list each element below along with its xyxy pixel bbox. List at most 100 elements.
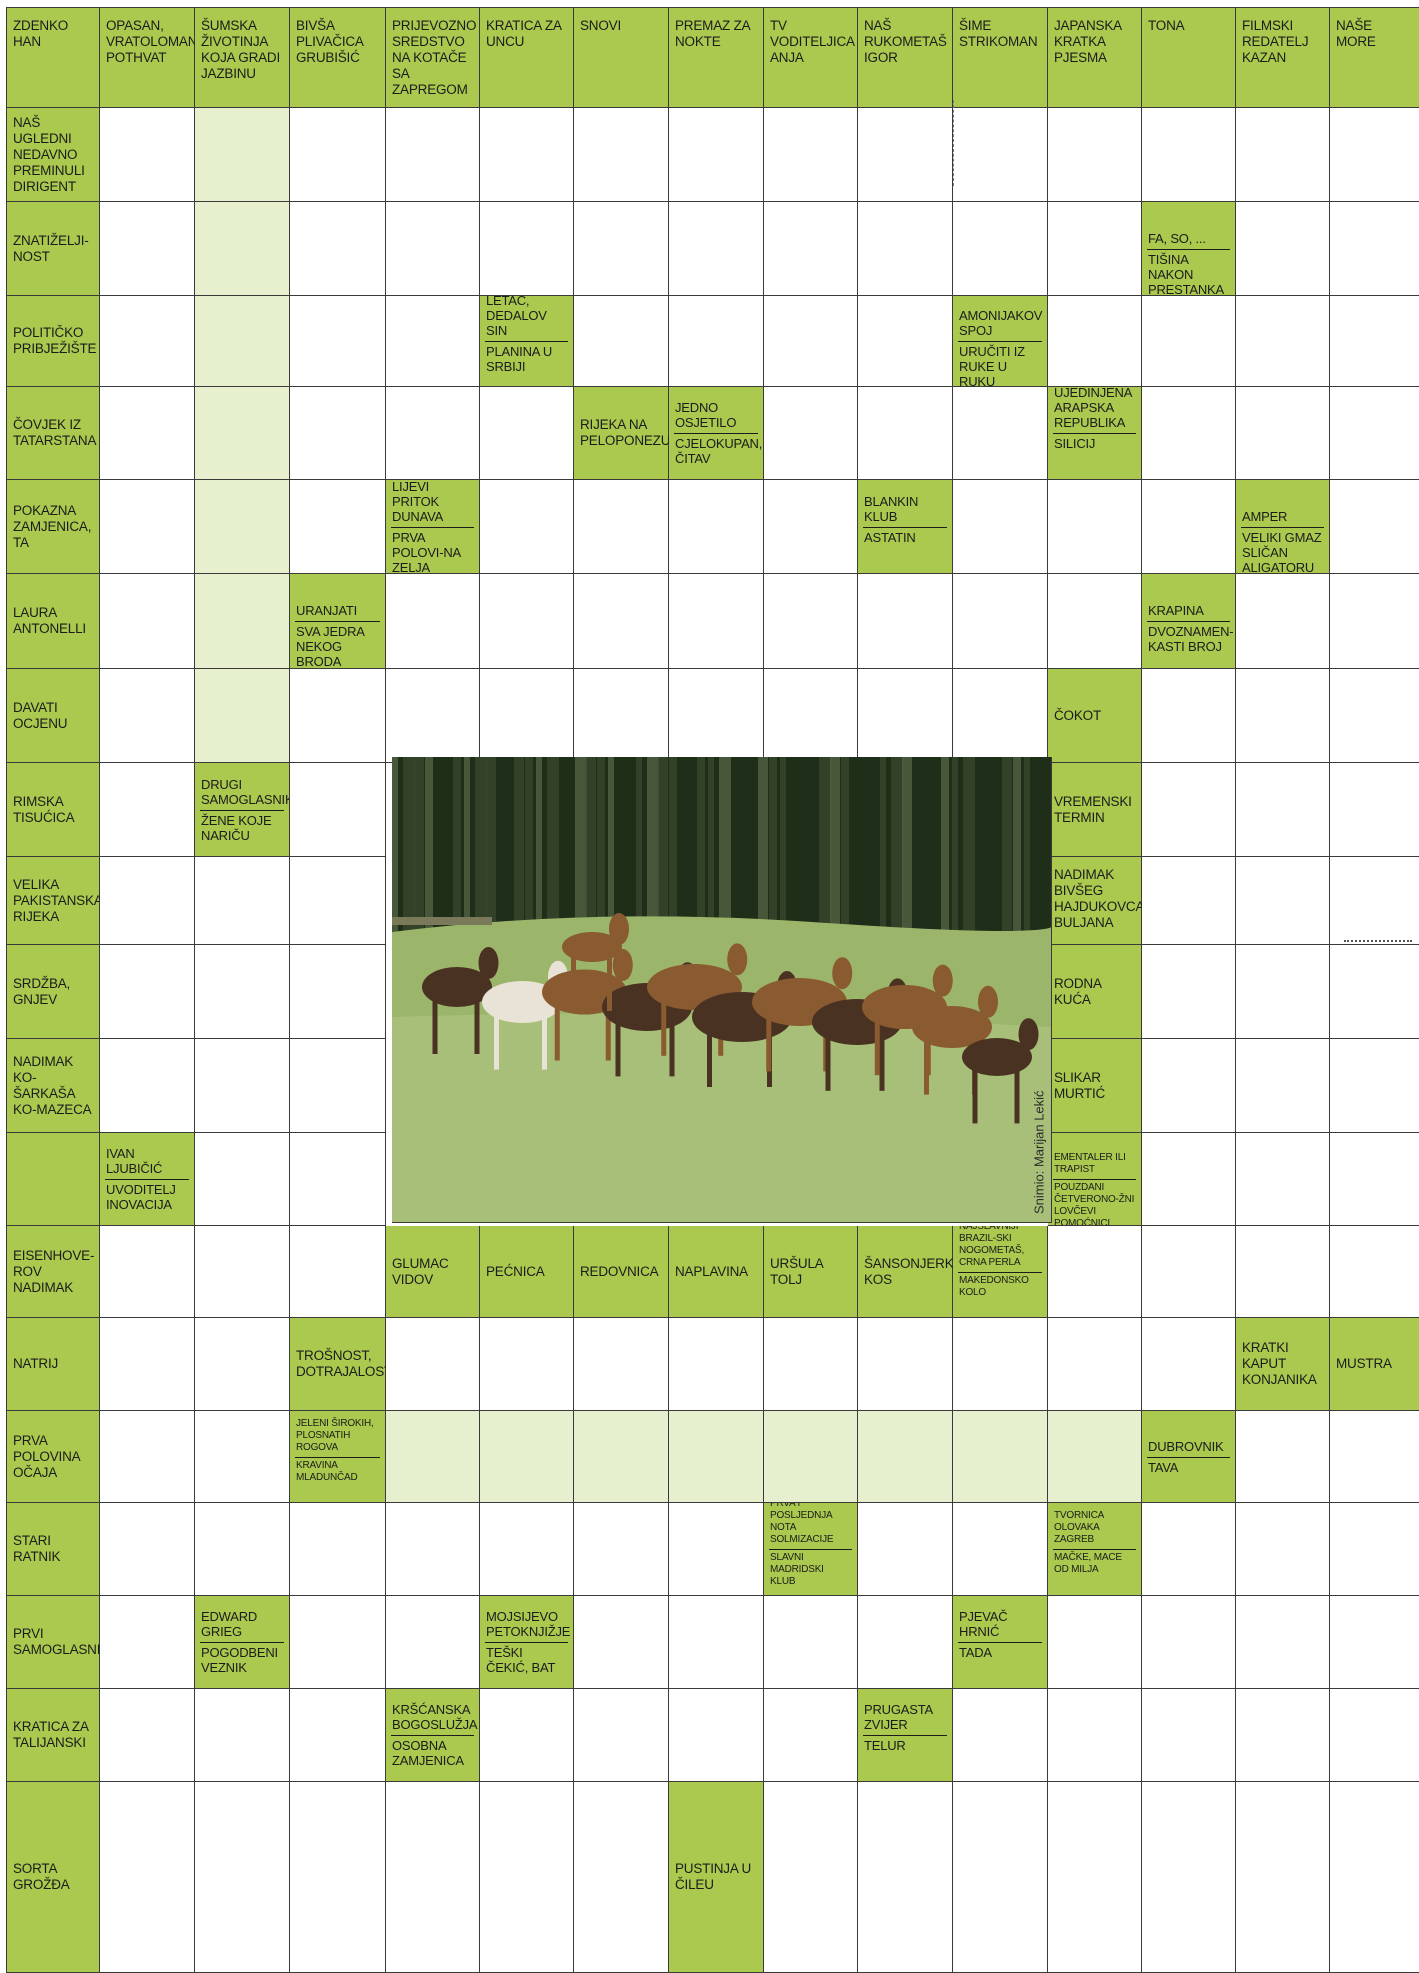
answer-cell[interactable] bbox=[290, 763, 386, 857]
answer-cell[interactable] bbox=[480, 574, 574, 669]
answer-cell[interactable] bbox=[195, 1689, 290, 1782]
answer-cell[interactable] bbox=[574, 108, 669, 202]
answer-cell[interactable] bbox=[195, 1318, 290, 1411]
answer-cell[interactable] bbox=[858, 108, 953, 202]
answer-cell[interactable] bbox=[1236, 1039, 1330, 1133]
answer-cell[interactable] bbox=[1330, 1689, 1419, 1782]
answer-cell[interactable] bbox=[1048, 1689, 1142, 1782]
answer-cell[interactable] bbox=[1048, 1318, 1142, 1411]
answer-cell[interactable] bbox=[1048, 574, 1142, 669]
answer-cell[interactable] bbox=[1330, 1133, 1419, 1226]
answer-cell[interactable] bbox=[1048, 1226, 1142, 1318]
answer-cell[interactable] bbox=[1048, 1596, 1142, 1689]
answer-cell[interactable] bbox=[858, 387, 953, 480]
answer-cell[interactable] bbox=[953, 108, 1048, 202]
answer-cell[interactable] bbox=[100, 574, 195, 669]
answer-cell[interactable] bbox=[290, 1596, 386, 1689]
answer-cell[interactable] bbox=[669, 1689, 764, 1782]
answer-cell[interactable] bbox=[1142, 108, 1236, 202]
answer-cell[interactable] bbox=[1236, 1596, 1330, 1689]
answer-cell[interactable] bbox=[1048, 108, 1142, 202]
answer-cell[interactable] bbox=[574, 1782, 669, 1973]
answer-cell[interactable] bbox=[290, 1782, 386, 1973]
answer-cell[interactable] bbox=[480, 480, 574, 574]
answer-cell[interactable] bbox=[1048, 296, 1142, 387]
answer-cell[interactable] bbox=[1236, 1411, 1330, 1503]
answer-cell[interactable] bbox=[764, 1689, 858, 1782]
answer-cell[interactable] bbox=[574, 1596, 669, 1689]
answer-cell[interactable] bbox=[1142, 1689, 1236, 1782]
answer-cell[interactable] bbox=[1048, 480, 1142, 574]
answer-cell[interactable] bbox=[1236, 1226, 1330, 1318]
answer-cell[interactable] bbox=[480, 1503, 574, 1596]
answer-cell[interactable] bbox=[100, 202, 195, 296]
answer-cell[interactable] bbox=[195, 1411, 290, 1503]
answer-cell[interactable] bbox=[574, 1318, 669, 1411]
answer-cell[interactable] bbox=[1236, 1689, 1330, 1782]
answer-cell[interactable] bbox=[858, 669, 953, 763]
answer-cell[interactable] bbox=[953, 1411, 1048, 1503]
answer-cell[interactable] bbox=[574, 480, 669, 574]
answer-cell[interactable] bbox=[1330, 296, 1419, 387]
answer-cell[interactable] bbox=[764, 1318, 858, 1411]
answer-cell[interactable] bbox=[669, 1318, 764, 1411]
answer-cell[interactable] bbox=[386, 108, 480, 202]
answer-cell[interactable] bbox=[480, 1782, 574, 1973]
answer-cell[interactable] bbox=[669, 669, 764, 763]
answer-cell[interactable] bbox=[953, 1689, 1048, 1782]
answer-cell[interactable] bbox=[100, 857, 195, 945]
answer-cell[interactable] bbox=[953, 387, 1048, 480]
answer-cell[interactable] bbox=[1048, 202, 1142, 296]
answer-cell[interactable] bbox=[195, 387, 290, 480]
answer-cell[interactable] bbox=[1142, 857, 1236, 945]
answer-cell[interactable] bbox=[1142, 945, 1236, 1039]
answer-cell[interactable] bbox=[669, 202, 764, 296]
answer-cell[interactable] bbox=[480, 1318, 574, 1411]
answer-cell[interactable] bbox=[480, 669, 574, 763]
answer-cell[interactable] bbox=[1142, 480, 1236, 574]
answer-cell[interactable] bbox=[1142, 1318, 1236, 1411]
answer-cell[interactable] bbox=[1330, 574, 1419, 669]
answer-cell[interactable] bbox=[100, 763, 195, 857]
answer-cell[interactable] bbox=[100, 296, 195, 387]
answer-cell[interactable] bbox=[858, 1503, 953, 1596]
answer-cell[interactable] bbox=[953, 669, 1048, 763]
answer-cell[interactable] bbox=[1236, 387, 1330, 480]
answer-cell[interactable] bbox=[290, 480, 386, 574]
answer-cell[interactable] bbox=[1236, 669, 1330, 763]
answer-cell[interactable] bbox=[764, 387, 858, 480]
answer-cell[interactable] bbox=[1236, 202, 1330, 296]
answer-cell[interactable] bbox=[764, 480, 858, 574]
answer-cell[interactable] bbox=[1236, 574, 1330, 669]
answer-cell[interactable] bbox=[480, 387, 574, 480]
answer-cell[interactable] bbox=[1330, 669, 1419, 763]
answer-cell[interactable] bbox=[1330, 945, 1419, 1039]
answer-cell[interactable] bbox=[1048, 1411, 1142, 1503]
answer-cell[interactable] bbox=[1142, 387, 1236, 480]
answer-cell[interactable] bbox=[290, 108, 386, 202]
answer-cell[interactable] bbox=[1142, 1782, 1236, 1973]
answer-cell[interactable] bbox=[953, 1318, 1048, 1411]
answer-cell[interactable] bbox=[1236, 857, 1330, 945]
answer-cell[interactable] bbox=[195, 857, 290, 945]
answer-cell[interactable] bbox=[1330, 1503, 1419, 1596]
answer-cell[interactable] bbox=[195, 108, 290, 202]
answer-cell[interactable] bbox=[764, 669, 858, 763]
answer-cell[interactable] bbox=[195, 480, 290, 574]
answer-cell[interactable] bbox=[195, 669, 290, 763]
answer-cell[interactable] bbox=[100, 387, 195, 480]
answer-cell[interactable] bbox=[574, 1411, 669, 1503]
answer-cell[interactable] bbox=[764, 108, 858, 202]
answer-cell[interactable] bbox=[386, 1596, 480, 1689]
answer-cell[interactable] bbox=[764, 1411, 858, 1503]
answer-cell[interactable] bbox=[100, 945, 195, 1039]
answer-cell[interactable] bbox=[1142, 763, 1236, 857]
answer-cell[interactable] bbox=[858, 1782, 953, 1973]
answer-cell[interactable] bbox=[574, 574, 669, 669]
answer-cell[interactable] bbox=[858, 1596, 953, 1689]
answer-cell[interactable] bbox=[386, 574, 480, 669]
answer-cell[interactable] bbox=[290, 857, 386, 945]
answer-cell[interactable] bbox=[195, 1226, 290, 1318]
answer-cell[interactable] bbox=[1330, 1039, 1419, 1133]
answer-cell[interactable] bbox=[764, 574, 858, 669]
